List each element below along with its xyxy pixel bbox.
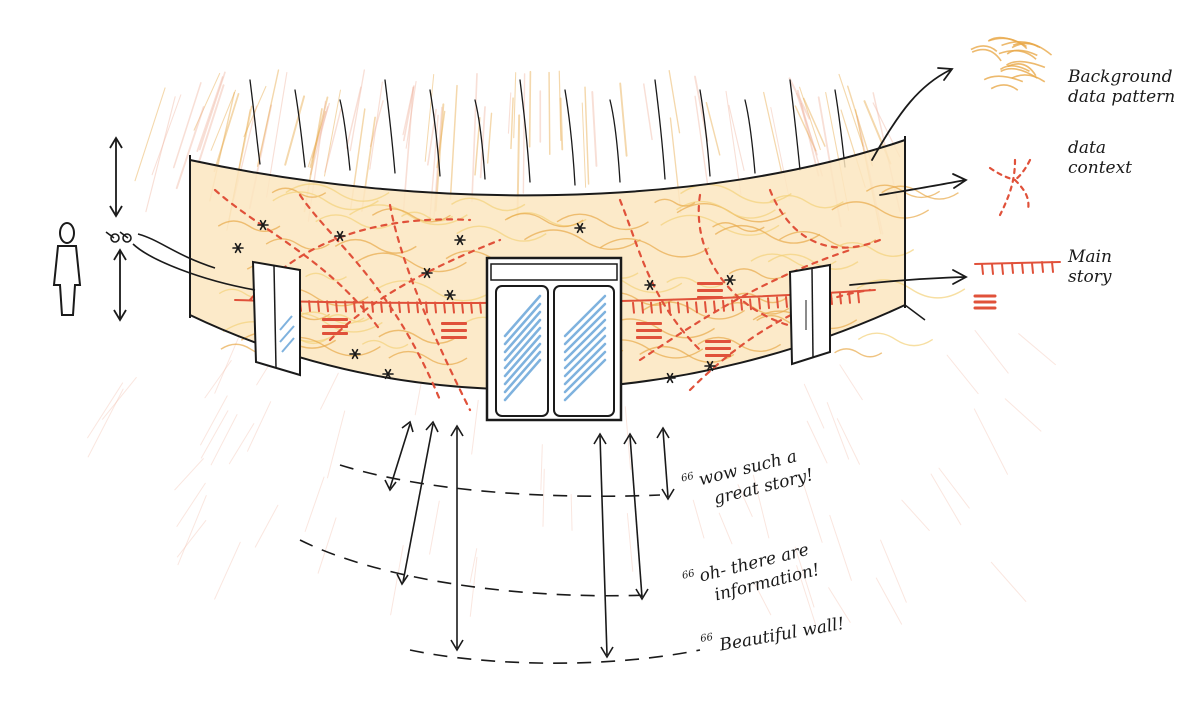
legend-label-story-line1: Main — [1067, 247, 1112, 267]
legend-swatch-data-context — [988, 158, 1032, 217]
center-doors — [485, 256, 623, 422]
star-icon — [421, 267, 433, 279]
distance-arrows — [384, 420, 675, 659]
star-icon — [232, 242, 244, 254]
reaction-quotes: 66 wow such a great story! 66 oh- there … — [680, 446, 846, 656]
legend-labels: Background data pattern data context Mai… — [1067, 67, 1175, 287]
right-door — [788, 263, 831, 366]
reaction-mark-1: 66 — [680, 471, 696, 485]
eye-icon — [105, 231, 256, 291]
reaction-3-line1: Beautiful wall! — [717, 614, 846, 656]
legend-label-context-line2: context — [1068, 158, 1132, 178]
eye-height-arrows — [109, 136, 127, 322]
data-context-lines — [213, 188, 882, 412]
legend-label-context-line1: data — [1068, 138, 1106, 158]
star-icon — [704, 360, 716, 372]
reaction-mark-2: 66 — [681, 568, 697, 582]
star-icon — [664, 372, 676, 384]
viewing-distance-arcs — [299, 464, 701, 664]
person-icon — [52, 222, 82, 316]
legend-label-story-line2: story — [1068, 267, 1112, 287]
legend-swatch-main-story — [973, 261, 1061, 310]
star-icon — [382, 368, 394, 380]
star-icon — [349, 348, 361, 360]
main-story-bars — [322, 282, 731, 357]
legend-arrows — [849, 67, 968, 286]
stars — [232, 219, 736, 384]
star-icon — [724, 274, 736, 286]
star-icon — [334, 230, 346, 242]
star-icon — [444, 289, 456, 301]
legend-swatch-background-pattern — [970, 36, 1053, 91]
left-door — [251, 260, 301, 377]
star-icon — [257, 219, 269, 231]
corner-floor-line — [904, 304, 926, 321]
star-icon — [454, 234, 466, 246]
legend-label-background-line1: Background — [1067, 67, 1173, 87]
wall-top-edge — [189, 139, 906, 197]
star-icon — [574, 222, 586, 234]
star-icon — [644, 279, 656, 291]
reaction-mark-3: 66 — [699, 632, 714, 645]
legend-label-background-line2: data pattern — [1068, 87, 1175, 107]
